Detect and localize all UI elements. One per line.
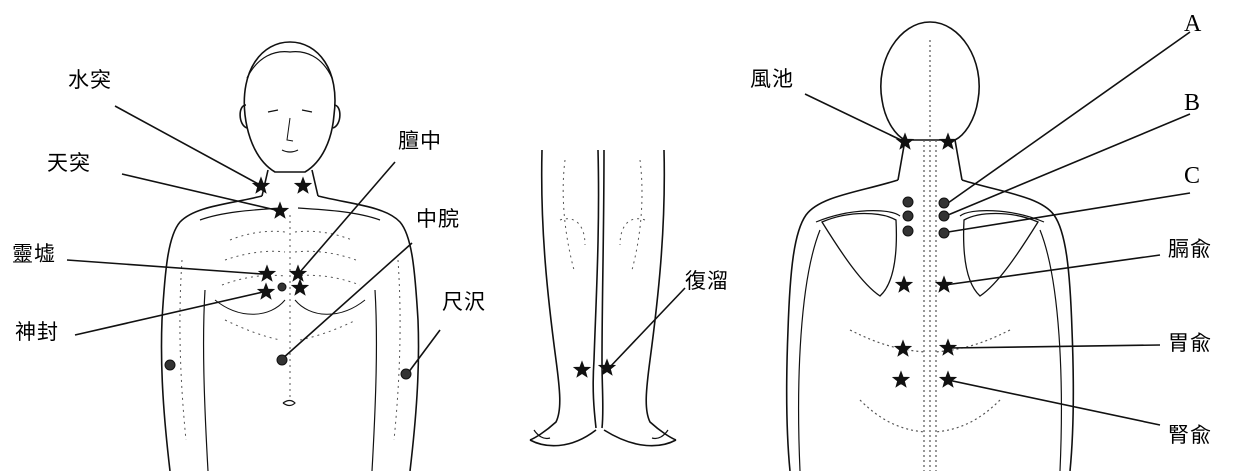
point-a-dot [939,198,949,208]
label-b: B [1184,91,1200,115]
back-dot-1 [903,197,913,207]
label-shakutaku: 尺沢 [442,292,486,313]
label-a: A [1184,12,1201,36]
back-dot-2 [903,211,913,221]
leader-lines [67,32,1190,425]
fukuryu-star-left [574,362,590,377]
chukan-dot [277,355,287,365]
label-tentotsu: 天突 [47,153,91,174]
legs [530,150,676,446]
front-body [161,42,418,471]
reikyo-star-left [259,266,275,281]
front-rib-dots [180,215,400,440]
suitotsu-star-left [253,178,269,193]
kakuyu-star-right [936,277,952,292]
label-c: C [1184,164,1200,188]
jinyu-star-left [893,372,909,387]
label-chukan: 中脘 [416,209,460,230]
shinpo-star-left [258,284,274,299]
label-kakuyu: 膈兪 [1168,239,1212,260]
iyu-star-right [940,340,956,355]
suitotsu-star-right [295,178,311,193]
label-suitotsu: 水突 [68,70,112,91]
label-iyu: 胃兪 [1168,333,1212,354]
label-reikyo: 靈墟 [12,244,56,265]
label-shinpo: 神封 [15,322,59,343]
tentotsu-star [272,203,288,218]
label-fukuryu: 復溜 [685,271,729,292]
label-fuchi: 風池 [750,69,794,90]
label-danchu: 膻中 [398,131,442,152]
iyu-star-left [895,341,911,356]
point-b-dot [939,211,949,221]
kakuyu-star-left [896,277,912,292]
left-elbow-dot [165,360,175,370]
label-jinyu: 腎兪 [1168,425,1212,446]
fuchi-star-right [940,134,956,149]
spine-dots [850,40,1010,471]
danchu-dot [278,283,286,291]
back-dot-3 [903,226,913,236]
shinpo-star-right [292,280,308,295]
point-c-dot [939,228,949,238]
acupoint-dots [165,197,949,379]
jinyu-star-right [940,372,956,387]
shakutaku-dot [401,369,411,379]
